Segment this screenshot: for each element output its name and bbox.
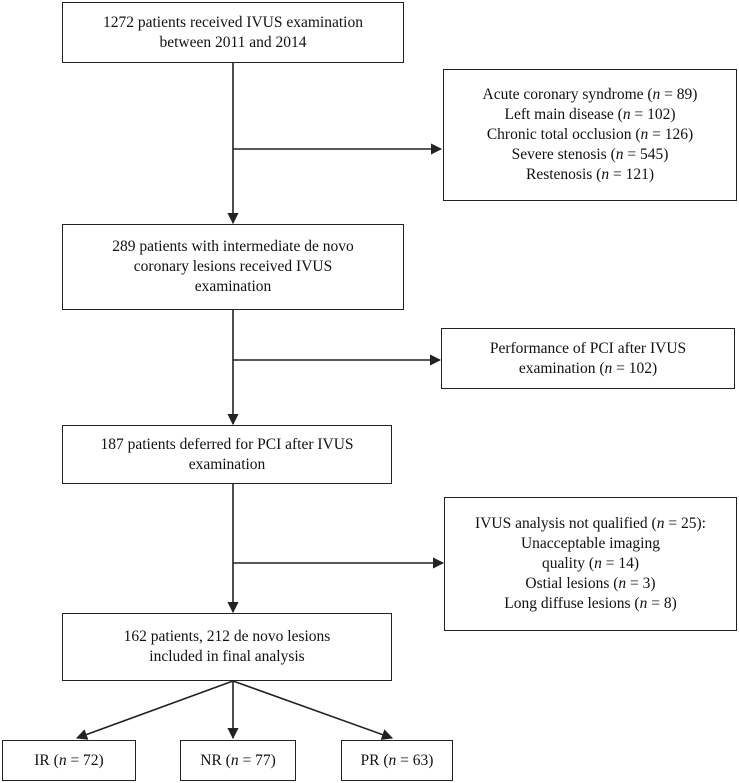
exclusion3-line: Long diffuse lesions (n = 8) xyxy=(504,594,676,614)
line-text: IVUS analysis not qualified ( xyxy=(475,515,657,532)
exclusion3-line: IVUS analysis not qualified (n = 25): xyxy=(475,514,706,534)
group-nr-box: NR (n = 77) xyxy=(180,740,296,781)
line-text: = 63) xyxy=(396,751,434,769)
line-text: = 14) xyxy=(601,555,639,572)
arrow-to-group-pr xyxy=(232,680,394,740)
n-symbol: n xyxy=(58,751,67,769)
line-text: examination ( xyxy=(518,359,605,377)
group-pr-line: PR (n = 63) xyxy=(361,751,434,771)
step1-line: 1272 patients received IVUS examination xyxy=(103,13,363,31)
n-symbol: n xyxy=(656,515,665,532)
line-text: NR ( xyxy=(200,751,231,769)
line-text: Left main disease ( xyxy=(504,106,623,123)
n-symbol: n xyxy=(388,751,397,769)
n-symbol: n xyxy=(640,126,649,143)
line-text: = 25): xyxy=(664,515,706,532)
step3-line: 187 patients deferred for PCI after IVUS xyxy=(100,435,354,453)
line-text: Ostial lesions ( xyxy=(525,575,619,592)
line-text: Severe stenosis ( xyxy=(511,146,616,163)
line-text: = 3) xyxy=(626,575,656,592)
group-pr-box: PR (n = 63) xyxy=(341,740,453,781)
step4-box: 162 patients, 212 de novo lesions include… xyxy=(62,613,392,681)
line-text: Restenosis ( xyxy=(526,166,602,183)
exclusion1-line: Restenosis (n = 121) xyxy=(526,165,654,185)
n-symbol: n xyxy=(652,86,661,103)
line-text: Chronic total occlusion ( xyxy=(486,126,641,143)
group-nr-line: NR (n = 77) xyxy=(200,751,275,771)
n-symbol: n xyxy=(622,106,631,123)
exclusion1-line: Acute coronary syndrome (n = 89) xyxy=(483,85,698,105)
n-symbol: n xyxy=(601,166,610,183)
exclusion3-line: quality (n = 14) xyxy=(542,554,639,574)
exclusion3-line: Ostial lesions (n = 3) xyxy=(525,574,655,594)
line-text: PR ( xyxy=(360,751,389,769)
line-text: IR ( xyxy=(34,751,59,769)
step4-line: 162 patients, 212 de novo lesions xyxy=(123,628,331,645)
step2-line: 289 patients with intermediate de novo xyxy=(112,238,354,255)
step3-line: examination xyxy=(188,455,266,473)
line-text: Long diffuse lesions ( xyxy=(504,595,640,612)
line-text: = 121) xyxy=(609,166,654,183)
line-text: quality ( xyxy=(542,555,595,572)
group-ir-box: IR (n = 72) xyxy=(2,740,136,781)
exclusion1-line: Chronic total occlusion (n = 126) xyxy=(487,125,693,145)
exclusion2-line: Performance of PCI after IVUS xyxy=(489,339,687,357)
line-text: = 89) xyxy=(660,86,698,103)
line-text: = 102) xyxy=(612,359,658,377)
step1-line: between 2011 and 2014 xyxy=(159,33,307,51)
n-symbol: n xyxy=(639,595,648,612)
n-symbol: n xyxy=(594,555,602,572)
n-symbol: n xyxy=(618,575,627,592)
line-text: = 545) xyxy=(623,146,669,163)
step2-line: coronary lesions received IVUS xyxy=(133,258,333,275)
exclusion2-box: Performance of PCI after IVUS examination… xyxy=(441,328,735,389)
line-text: = 102) xyxy=(630,106,676,123)
arrow-to-group-ir xyxy=(75,680,234,740)
line-text: = 8) xyxy=(647,595,677,612)
exclusion1-box: Acute coronary syndrome (n = 89)Left mai… xyxy=(443,69,737,201)
step1-box: 1272 patients received IVUS examination b… xyxy=(62,2,404,63)
group-ir-line: IR (n = 72) xyxy=(34,751,103,771)
line-text: Acute coronary syndrome ( xyxy=(482,86,653,103)
step4-line: included in final analysis xyxy=(149,648,305,665)
line-text: = 126) xyxy=(648,126,694,143)
n-symbol: n xyxy=(230,751,239,769)
exclusion1-line: Left main disease (n = 102) xyxy=(504,105,675,125)
n-symbol: n xyxy=(615,146,624,163)
line-text: = 72) xyxy=(66,751,104,769)
exclusion1-line: Severe stenosis (n = 545) xyxy=(512,145,669,165)
exclusion2-line: examination (n = 102) xyxy=(519,359,657,379)
step2-line: examination xyxy=(194,278,272,295)
line-text: = 77) xyxy=(238,751,276,769)
exclusion3-line: Unacceptable imaging xyxy=(520,535,660,552)
exclusion3-box: IVUS analysis not qualified (n = 25):Una… xyxy=(444,497,737,631)
step3-box: 187 patients deferred for PCI after IVUS… xyxy=(62,425,392,484)
step2-box: 289 patients with intermediate de novo co… xyxy=(62,224,404,310)
n-symbol: n xyxy=(604,359,613,377)
